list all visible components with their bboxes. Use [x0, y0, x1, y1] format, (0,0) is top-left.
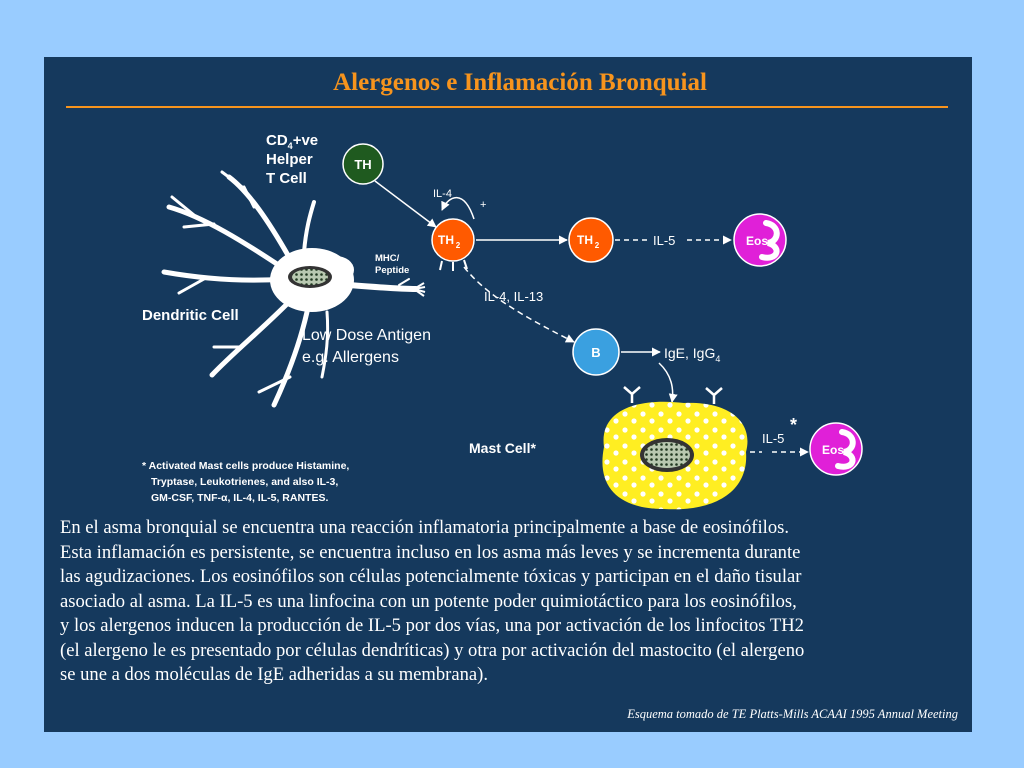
mast-cell-label: Mast Cell* — [469, 440, 536, 456]
body-line: En el asma bronquial se encuentra una re… — [60, 517, 789, 538]
body-line: Esta inflamación es persistente, se encu… — [60, 541, 801, 563]
svg-text:T Cell: T Cell — [266, 170, 307, 187]
th-to-th2-arrow — [374, 180, 437, 228]
il5-star: * — [790, 415, 797, 435]
svg-text:GM-CSF, TNF-α, IL-4, IL-5, RAN: GM-CSF, TNF-α, IL-4, IL-5, RANTES. — [151, 492, 328, 504]
mast-cell — [602, 386, 748, 510]
eosinophil-bottom: Eos — [809, 422, 863, 476]
mast-cell-footnote: * Activated Mast cells produce Histamine… — [142, 460, 349, 504]
svg-text:TH: TH — [354, 157, 371, 172]
mhc-label-line1: MHC/ — [375, 253, 400, 264]
svg-text:B: B — [591, 345, 600, 360]
il4-il13-label: IL-4, IL-13 — [484, 289, 543, 304]
il5-bottom-label: IL-5 — [762, 431, 784, 446]
body-line: y los alergenos inducen la producción de… — [60, 615, 804, 636]
body-line: asociado al asma. La IL-5 es una linfoci… — [60, 590, 797, 612]
eosinophil-top: Eos — [733, 213, 787, 267]
svg-text:2: 2 — [595, 241, 600, 250]
il4-loop-arrow — [441, 196, 475, 220]
antigen-label-line2: e.g. Allergens — [302, 349, 399, 366]
svg-text:2: 2 — [456, 241, 461, 250]
il5-top-label: IL-5 — [653, 233, 675, 248]
svg-text:Helper: Helper — [266, 151, 313, 168]
slide-title: Alergenos e Inflamación Bronquial — [333, 69, 707, 96]
il4-loop-label: IL-4 — [433, 188, 452, 200]
svg-text:* Activated Mast cells produc: * Activated Mast cells produce Histamine… — [142, 460, 349, 472]
th2-cell-primary: TH 2 — [431, 218, 475, 271]
ige-label: IgE, IgG4 — [664, 345, 720, 364]
helper-t-cell-label: CD4+ve Helper T Cell — [266, 132, 318, 187]
body-line: se une a dos moléculas de IgE adheridas … — [60, 664, 489, 685]
svg-text:Tryptase, Leukotrienes, and al: Tryptase, Leukotrienes, and also IL-3, — [151, 476, 338, 488]
svg-text:CD4+ve: CD4+ve — [266, 132, 318, 151]
mhc-peptide-receptor — [413, 282, 426, 297]
svg-text:TH: TH — [577, 233, 593, 247]
svg-text:Eos: Eos — [822, 443, 844, 457]
title-underline — [66, 106, 948, 108]
mhc-label-line2: Peptide — [375, 265, 409, 276]
source-credit: Esquema tomado de TE Platts-Mills ACAAI … — [627, 707, 958, 721]
svg-text:TH: TH — [438, 233, 454, 247]
body-line: las agudizaciones. Los eosinófilos son c… — [60, 566, 802, 587]
allergen-diagram: CD4+ve Helper T Cell TH IL-4 + — [142, 132, 863, 510]
explanation-paragraph: En el asma bronquial se encuentra una re… — [60, 516, 960, 688]
il4-plus-sign: + — [480, 199, 486, 211]
dendritic-cell-label: Dendritic Cell — [142, 307, 239, 324]
th-cell: TH — [342, 143, 384, 185]
svg-text:Eos: Eos — [746, 234, 768, 248]
b-cell: B — [572, 328, 620, 376]
il4-il13-arrow — [463, 266, 575, 343]
body-line: (el alergeno le es presentado por célula… — [60, 639, 805, 661]
antigen-label-line1: Low Dose Antigen — [302, 327, 431, 344]
ige-to-mast-arrow — [658, 362, 678, 403]
slide-panel: Alergenos e Inflamación Bronquial CD4+ve… — [44, 57, 972, 732]
th2-cell-secondary: TH 2 — [568, 217, 614, 263]
